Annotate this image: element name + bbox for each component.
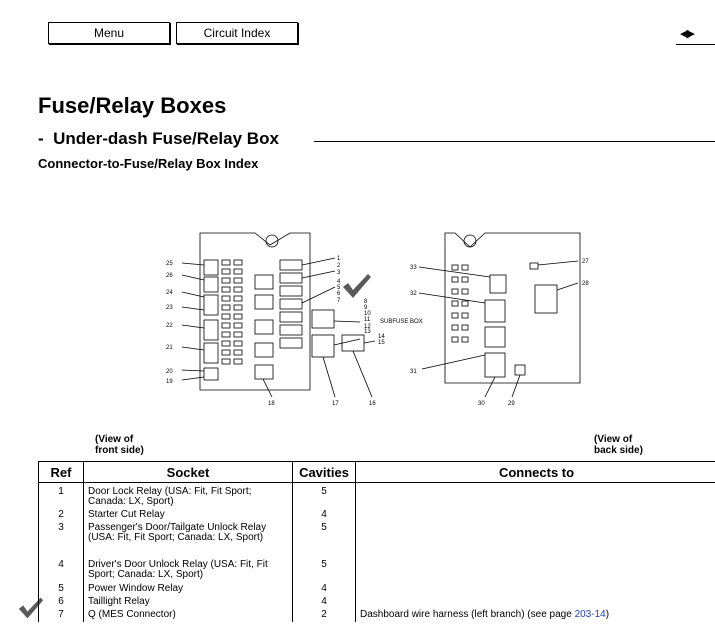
row-connects (355, 521, 715, 556)
header-socket: Socket (83, 461, 293, 483)
front-label-18: 18 (268, 401, 275, 407)
row-socket: Passenger's Door/Tailgate Unlock Relay (… (83, 521, 293, 556)
table-row: 3 Passenger's Door/Tailgate Unlock Relay… (38, 521, 715, 556)
row-socket: Q (MES Connector) (83, 608, 293, 622)
row-connects: Dashboard wire harness (left branch) (se… (355, 608, 715, 622)
view-back-line2: back side) (594, 445, 643, 456)
back-label-27: 27 (582, 259, 589, 265)
section-heading: - Under-dash Fuse/Relay Box (38, 129, 279, 149)
front-label-7: 7 (337, 298, 341, 304)
page-nav-arrows-icon[interactable]: ◀▶ (680, 28, 695, 40)
front-label-24: 24 (166, 290, 173, 296)
front-label-20: 20 (166, 369, 173, 375)
table-row: 2 Starter Cut Relay 4 (38, 508, 715, 522)
row-cavities: 2 (292, 608, 356, 622)
front-box-outline (199, 232, 311, 391)
row-cavities: 5 (292, 482, 356, 509)
front-label-12: 12 (364, 324, 371, 330)
front-label-4: 4 (337, 279, 341, 285)
front-label-1: 1 (337, 256, 341, 262)
front-label-5: 5 (337, 285, 341, 291)
row-ref: 1 (38, 482, 84, 509)
row-connects (355, 508, 715, 522)
front-label-22: 22 (166, 323, 173, 329)
check-mark-icon (343, 274, 371, 298)
front-label-13: 13 (364, 329, 371, 335)
view-back-label: (View of back side) (594, 434, 643, 456)
row-socket: Starter Cut Relay (83, 508, 293, 522)
row-cavities: 4 (292, 595, 356, 609)
table-row: 4 Driver's Door Unlock Relay (USA: Fit, … (38, 555, 715, 583)
view-front-line1: (View of (95, 434, 134, 445)
front-label-14: 14 (378, 334, 385, 340)
circuit-index-button[interactable]: Circuit Index (176, 22, 298, 44)
view-front-line2: front side) (95, 445, 144, 456)
view-front-label: (View of front side) (95, 434, 144, 456)
row-ref: 4 (38, 555, 84, 583)
header-ref: Ref (38, 461, 84, 483)
front-label-2: 2 (337, 263, 341, 269)
front-box-hole (265, 234, 279, 248)
back-label-31: 31 (410, 369, 417, 375)
table-row: 6 Taillight Relay 4 (38, 595, 715, 609)
back-label-32: 32 (410, 291, 417, 297)
front-label-11: 11 (364, 317, 371, 323)
row-cavities: 5 (292, 521, 356, 556)
front-label-9: 9 (364, 305, 368, 311)
row-cavities: 4 (292, 582, 356, 596)
table-row: 1 Door Lock Relay (USA: Fit, Fit Sport; … (38, 482, 715, 509)
front-label-6: 6 (337, 291, 341, 297)
front-label-15: 15 (378, 340, 385, 346)
front-label-10: 10 (364, 311, 371, 317)
front-label-3: 3 (337, 270, 341, 276)
row-connects (355, 555, 715, 583)
row-socket: Power Window Relay (83, 582, 293, 596)
row-connects (355, 595, 715, 609)
front-label-16: 16 (369, 401, 376, 407)
nav-underline (676, 44, 715, 45)
view-back-line1: (View of (594, 434, 633, 445)
front-label-23: 23 (166, 305, 173, 311)
check-mark-icon (18, 597, 44, 619)
heading-rule (314, 141, 715, 142)
row-cavities: 4 (292, 508, 356, 522)
header-cavities: Cavities (292, 461, 356, 483)
heading-text: Under-dash Fuse/Relay Box (53, 129, 279, 148)
page-title: Fuse/Relay Boxes (38, 93, 227, 118)
row-connects (355, 582, 715, 596)
front-label-17: 17 (332, 401, 339, 407)
row-ref: 2 (38, 508, 84, 522)
front-label-21: 21 (166, 345, 173, 351)
table-row: 5 Power Window Relay 4 (38, 582, 715, 596)
table-row: 7 Q (MES Connector) 2 Dashboard wire har… (38, 608, 715, 622)
row-ref: 6 (38, 595, 84, 609)
row-ref: 7 (38, 608, 84, 622)
fuse-box-diagram: 25 26 24 23 22 21 20 19 1 2 3 4 5 6 7 8 … (166, 232, 589, 407)
row-cavities: 5 (292, 555, 356, 583)
row-socket: Taillight Relay (83, 595, 293, 609)
front-label-25: 25 (166, 261, 173, 267)
menu-button[interactable]: Menu (48, 22, 170, 44)
row-socket: Door Lock Relay (USA: Fit, Fit Sport; Ca… (83, 482, 293, 509)
front-label-8: 8 (364, 299, 368, 305)
back-box-outline (444, 232, 581, 384)
row-connects (355, 482, 715, 509)
back-label-29: 29 (508, 401, 515, 407)
heading-dash: - (38, 129, 44, 148)
index-title: Connector-to-Fuse/Relay Box Index (38, 156, 259, 171)
subfuse-box-label: SUBFUSE BOX (380, 319, 423, 325)
back-label-33: 33 (410, 265, 417, 271)
back-label-30: 30 (478, 401, 485, 407)
row-ref: 5 (38, 582, 84, 596)
connects-text-end: ) (605, 608, 610, 620)
back-label-28: 28 (582, 281, 589, 287)
header-connects: Connects to (355, 461, 715, 483)
front-label-19: 19 (166, 379, 173, 385)
row-ref: 3 (38, 521, 84, 556)
front-label-26: 26 (166, 273, 173, 279)
row-socket: Driver's Door Unlock Relay (USA: Fit, Fi… (83, 555, 293, 583)
connector-index-table: Ref Socket Cavities Connects to 1 Door L… (38, 461, 715, 622)
page-link[interactable]: 203-14 (574, 608, 606, 620)
connects-text: Dashboard wire harness (left branch) (se… (360, 608, 572, 620)
